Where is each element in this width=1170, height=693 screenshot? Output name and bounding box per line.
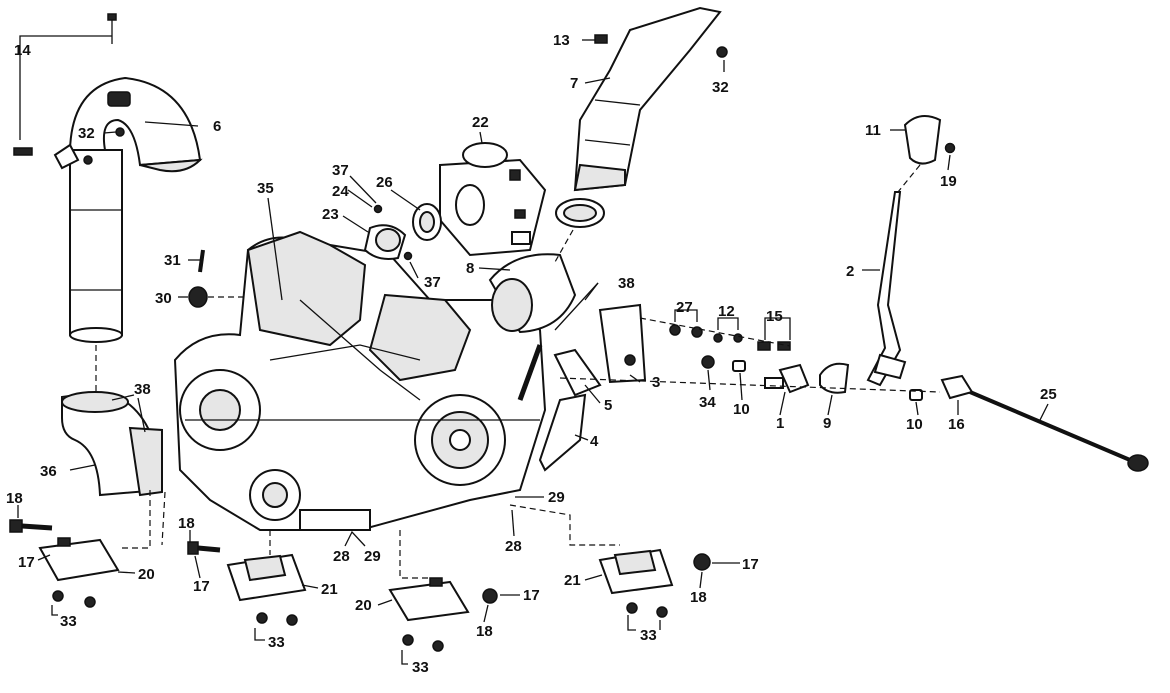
label-12: 12 [718, 303, 735, 320]
screw-part-13 [594, 34, 608, 44]
label-32b: 32 [712, 79, 729, 96]
clip-parts-14-32 [13, 91, 131, 170]
label-21a: 21 [321, 581, 338, 598]
screw-part-31 [198, 249, 205, 273]
label-37a: 37 [332, 162, 349, 179]
label-38b: 38 [618, 275, 635, 292]
lever-part-4 [517, 344, 587, 472]
bushing-part-10b [909, 389, 923, 401]
mount-part-20b [388, 577, 470, 622]
label-28a: 28 [333, 548, 350, 565]
intake-tube-part-6 [68, 76, 203, 343]
label-30: 30 [155, 290, 172, 307]
nut-part-24 [373, 204, 383, 214]
spacer-part-23 [363, 224, 407, 260]
engine-assembly [173, 230, 547, 531]
nut-part-34 [701, 355, 715, 369]
carburetor-part-22 [439, 142, 547, 257]
label-10a: 10 [733, 401, 750, 418]
nut-part-32b [716, 46, 728, 58]
leader-lines [17, 39, 1049, 665]
label-16: 16 [948, 416, 965, 433]
label-22: 22 [472, 114, 489, 131]
rod-end-part-16 [940, 374, 974, 400]
label-5: 5 [604, 397, 612, 414]
label-17d: 17 [742, 556, 759, 573]
label-38a: 38 [134, 381, 151, 398]
elbow-part-36 [61, 391, 163, 497]
label-6: 6 [213, 118, 221, 135]
label-31: 31 [164, 252, 181, 269]
label-4: 4 [590, 433, 599, 450]
screw-part-19 [944, 142, 956, 154]
label-35: 35 [257, 180, 274, 197]
label-33c: 33 [412, 659, 429, 676]
bracket-part-3 [598, 303, 647, 384]
boot-part-38b [488, 253, 577, 334]
label-10b: 10 [906, 416, 923, 433]
label-18b: 18 [178, 515, 195, 532]
label-27: 27 [676, 299, 693, 316]
label-26: 26 [376, 174, 393, 191]
label-29a: 29 [364, 548, 381, 565]
plug-part-30 [188, 286, 208, 308]
label-19: 19 [940, 173, 957, 190]
label-7: 7 [570, 75, 578, 92]
gasket-part-26 [412, 203, 442, 241]
label-37b: 37 [424, 274, 441, 291]
mount-part-21b [598, 548, 674, 595]
label-17b: 17 [193, 578, 210, 595]
label-33b: 33 [268, 634, 285, 651]
label-21b: 21 [564, 572, 581, 589]
label-13: 13 [553, 32, 570, 49]
joint-part-1 [764, 363, 810, 394]
label-29b: 29 [548, 489, 565, 506]
label-33a: 33 [60, 613, 77, 630]
label-28b: 28 [505, 538, 522, 555]
bracket-part-5 [553, 348, 602, 397]
mount-part-20a [38, 537, 120, 582]
label-32a: 32 [78, 125, 95, 142]
label-20b: 20 [355, 597, 372, 614]
label-8: 8 [466, 260, 474, 277]
label-9: 9 [823, 415, 831, 432]
clevis-part-9 [819, 362, 850, 394]
shift-lever-part-2 [866, 191, 907, 387]
label-11: 11 [865, 122, 881, 139]
label-33d: 33 [640, 627, 657, 644]
label-23: 23 [322, 206, 339, 223]
label-3: 3 [652, 374, 660, 391]
label-34: 34 [699, 394, 716, 411]
label-2: 2 [846, 263, 854, 280]
label-20a: 20 [138, 566, 155, 583]
air-duct-part-7 [573, 6, 722, 192]
mount-part-21a [226, 553, 307, 602]
knob-part-11 [903, 115, 942, 165]
label-17a: 17 [18, 554, 35, 571]
label-25: 25 [1040, 386, 1057, 403]
label-24: 24 [332, 183, 349, 200]
bolts-nuts-mounts [9, 519, 711, 652]
label-36: 36 [40, 463, 57, 480]
label-18c: 18 [476, 623, 493, 640]
label-18a: 18 [6, 490, 23, 507]
label-1: 1 [776, 415, 784, 432]
shift-rod-part-25 [969, 390, 1149, 472]
part-number-labels: 14 32 6 13 7 32 22 37 24 26 23 35 8 37 3… [6, 32, 1057, 676]
label-14: 14 [14, 42, 31, 59]
label-18d: 18 [690, 589, 707, 606]
washers-parts-27-12-15 [669, 324, 791, 351]
label-15: 15 [766, 308, 783, 325]
bushing-part-10a [732, 360, 746, 372]
nut-part-37b [403, 251, 413, 261]
bolt-part-14 [107, 13, 117, 44]
label-17c: 17 [523, 587, 540, 604]
